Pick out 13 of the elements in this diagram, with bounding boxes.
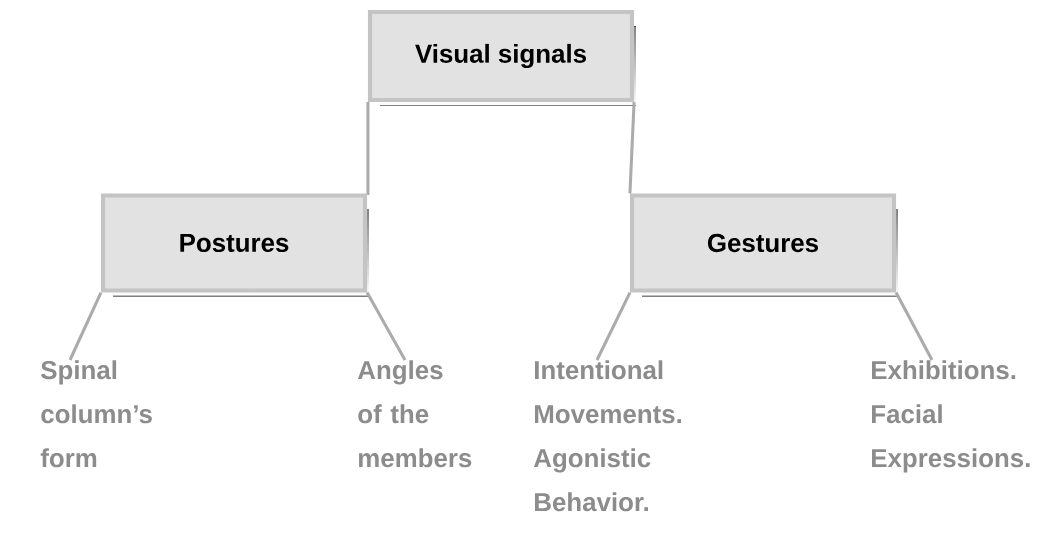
connector-line: [365, 102, 370, 195]
connector-line: [365, 291, 407, 361]
label-box: Postures: [100, 193, 369, 297]
category-text: Spinal column’s form: [40, 360, 152, 468]
category-text: Exhibitions. Facial Expressions.: [872, 360, 1030, 473]
connector-line: [628, 102, 636, 194]
category-text: Intentional Movements. Agonistic Behavior.: [533, 360, 681, 512]
connector-line: [894, 291, 934, 361]
connector-line: [595, 291, 632, 361]
category-text: Angles of the members: [357, 360, 472, 468]
label-box: Gestures: [629, 193, 898, 297]
label-box: Visual signals: [367, 9, 636, 106]
connector-line: [68, 291, 103, 361]
